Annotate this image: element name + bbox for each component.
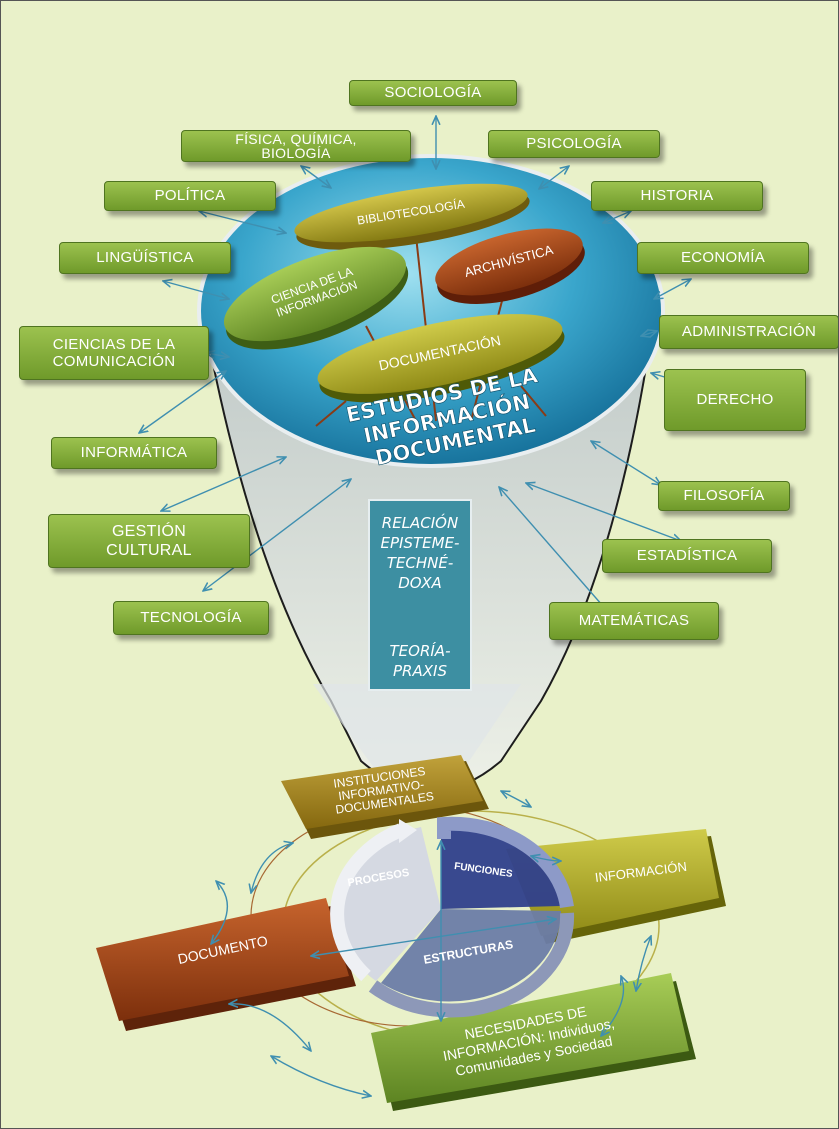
box-informatica: INFORMÁTICA bbox=[51, 437, 217, 469]
box-ciencias-comunicacion: CIENCIAS DE LA COMUNICACIÓN bbox=[19, 326, 209, 380]
box-administracion: ADMINISTRACIÓN bbox=[659, 315, 838, 349]
funnel-lower-cone bbox=[313, 684, 521, 791]
box-historia: HISTORIA bbox=[591, 181, 763, 211]
relation-text-episteme: RELACIÓN EPISTEME-TECHNÉ-DOXA bbox=[380, 514, 460, 592]
relation-panel: RELACIÓN EPISTEME-TECHNÉ-DOXA TEORÍA-PRA… bbox=[368, 499, 472, 691]
ellipse-ciencia-informacion bbox=[223, 246, 409, 350]
box-matematicas: MATEMÁTICAS bbox=[549, 602, 719, 640]
box-gestion-cultural: GESTIÓN CULTURAL bbox=[48, 514, 250, 568]
lens-title: ESTUDIOS DE LA INFORMACIÓN DOCUMENTAL bbox=[344, 362, 557, 475]
box-derecho: DERECHO bbox=[664, 369, 806, 431]
box-filosofia: FILOSOFÍA bbox=[658, 481, 790, 511]
connector-arrows bbox=[139, 116, 719, 1096]
box-linguistica: LINGÜÍSTICA bbox=[59, 242, 231, 274]
cycle-wheel bbox=[330, 816, 575, 1018]
box-politica: POLÍTICA bbox=[104, 181, 276, 211]
box-sociologia: SOCIOLOGÍA bbox=[349, 80, 517, 106]
box-documento bbox=[96, 898, 356, 1031]
box-economia: ECONOMÍA bbox=[637, 242, 809, 274]
box-fisica-quimica-biologia: FÍSICA, QUÍMICA, BIOLOGÍA bbox=[181, 130, 411, 162]
box-tecnologia: TECNOLOGÍA bbox=[113, 601, 269, 635]
ellipse-archivistica bbox=[435, 228, 585, 305]
relation-text-teoria-praxis: TEORÍA-PRAXIS bbox=[389, 642, 451, 680]
ellipse-bibliotecologia bbox=[294, 183, 530, 250]
ellipse-documentacion bbox=[317, 314, 565, 403]
lens-title-group: ESTUDIOS DE LA INFORMACIÓN DOCUMENTAL bbox=[344, 362, 557, 475]
box-estadistica: ESTADÍSTICA bbox=[602, 539, 772, 573]
box-psicologia: PSICOLOGÍA bbox=[488, 130, 660, 158]
box-instituciones bbox=[281, 755, 489, 839]
